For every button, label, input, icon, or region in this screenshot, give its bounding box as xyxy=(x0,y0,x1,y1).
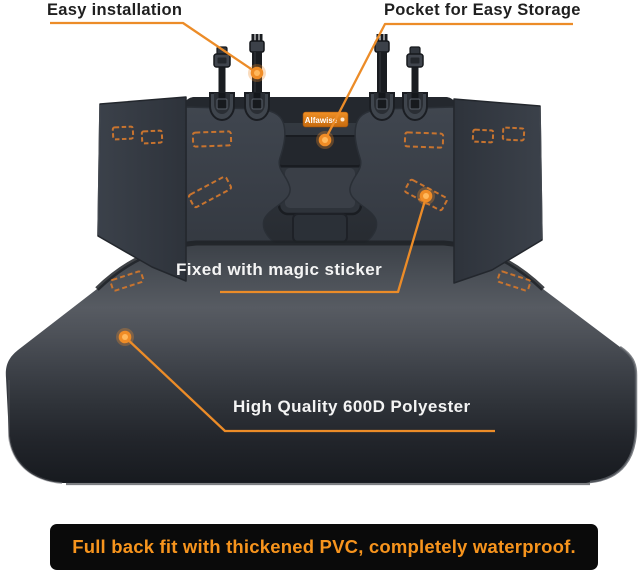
buckle-strap-inner-right xyxy=(374,34,390,98)
brand-tag: Alfawise xyxy=(302,111,349,128)
strap-mounts xyxy=(209,92,428,121)
storage-pocket xyxy=(275,135,365,243)
callout-label-magic-sticker: Fixed with magic sticker xyxy=(176,260,383,279)
velcro-sticker-patch xyxy=(403,131,445,149)
right-side-flap xyxy=(453,98,543,284)
buckle-strap-outer-left xyxy=(213,46,231,98)
callout-dot xyxy=(417,187,435,205)
velcro-sticker-patch xyxy=(501,126,526,142)
callout-label-easy-installation: Easy installation xyxy=(47,1,183,19)
callout-dot xyxy=(248,64,266,82)
strap-mount xyxy=(244,92,270,121)
velcro-sticker-patch xyxy=(109,270,145,292)
callout-line-polyester xyxy=(124,336,495,433)
callout-dots xyxy=(116,64,435,346)
velcro-sticker-patch xyxy=(188,175,232,209)
callout-line-magic-sticker xyxy=(220,196,428,294)
strap-mount xyxy=(369,92,395,121)
velcro-sticker-patch xyxy=(140,129,164,145)
left-side-flap xyxy=(97,96,187,282)
velcro-sticker-patch xyxy=(471,128,495,144)
callout-dot xyxy=(116,328,134,346)
brand-tag-label: Alfawise xyxy=(305,116,338,125)
velcro-sticker-patch xyxy=(191,130,233,148)
callout-line-pocket-storage xyxy=(323,22,573,141)
velcro-sticker-patch xyxy=(111,125,135,141)
paw-icon xyxy=(340,117,345,122)
callout-label-pocket-storage: Pocket for Easy Storage xyxy=(384,1,581,19)
pocket-lower-pouch xyxy=(292,213,348,243)
strap-mount xyxy=(209,92,235,121)
callout-line-easy-installation xyxy=(50,21,258,74)
velcro-sticker-patch xyxy=(496,270,532,292)
callout-dot xyxy=(316,131,334,149)
buckle-strap-outer-right xyxy=(406,46,424,98)
seat-bench xyxy=(5,240,638,486)
strap-mount xyxy=(402,92,428,121)
waterproof-banner: Full back fit with thickened PVC, comple… xyxy=(50,524,598,570)
callout-label-polyester: High Quality 600D Polyester xyxy=(233,397,471,416)
